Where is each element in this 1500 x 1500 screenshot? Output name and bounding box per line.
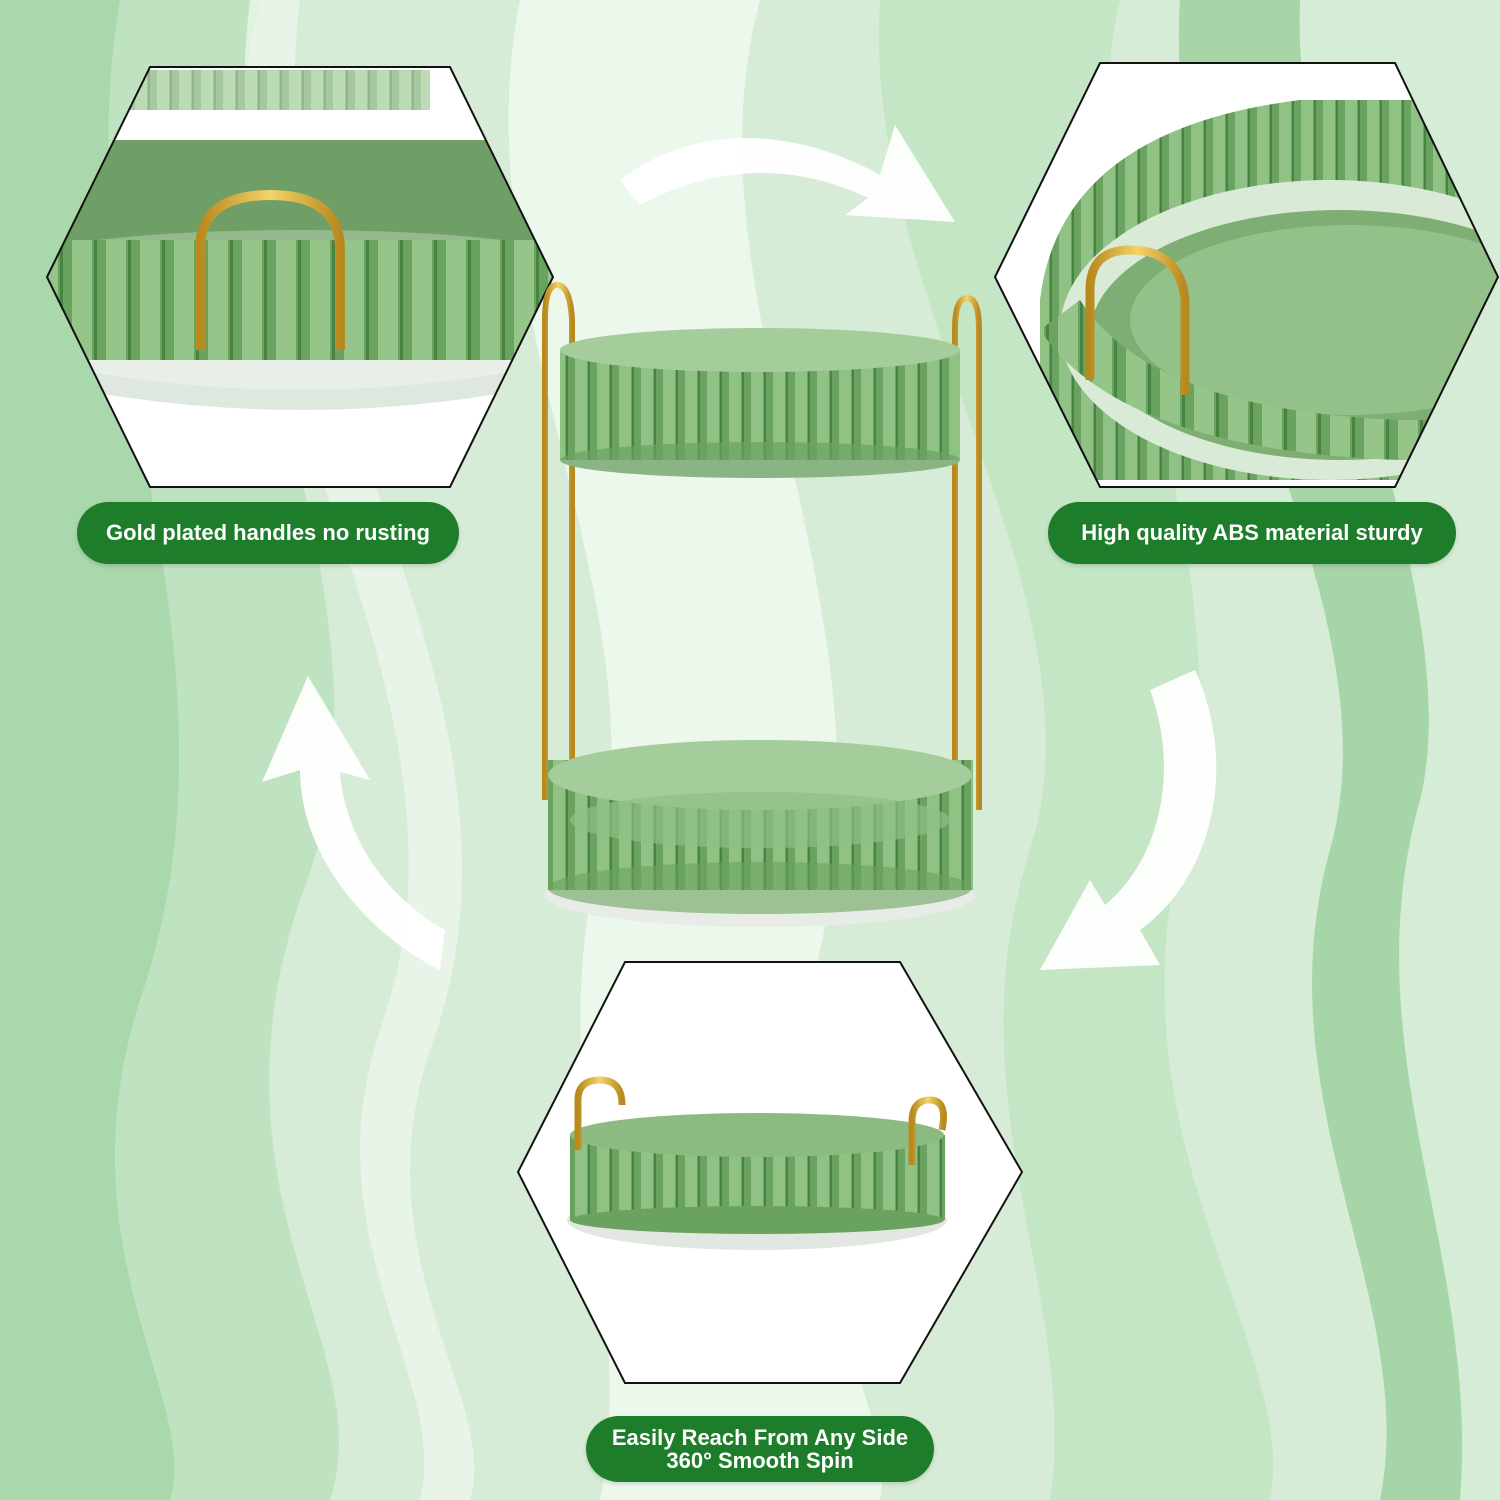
feature-label-material: High quality ABS material sturdy: [1048, 502, 1456, 564]
rotate-arrow-icon: [262, 676, 445, 970]
rotate-arrow-icon: [1040, 670, 1217, 970]
feature-label-spin: Easily Reach From Any Side 360° Smooth S…: [586, 1416, 934, 1482]
two-tier-organizer: [542, 281, 982, 927]
feature-label-spin-line2: 360° Smooth Spin: [666, 1448, 854, 1473]
feature-label-handles: Gold plated handles no rusting: [77, 502, 459, 564]
feature-label-handles-text: Gold plated handles no rusting: [106, 520, 430, 545]
handle-closeup-hexagon: [45, 66, 555, 488]
feature-label-material-text: High quality ABS material sturdy: [1081, 520, 1423, 545]
material-closeup-hexagon: [993, 62, 1500, 488]
spin-tray-hexagon: [516, 961, 1024, 1384]
feature-label-spin-line1: Easily Reach From Any Side: [611, 1425, 909, 1450]
rotate-arrow-icon: [620, 125, 955, 222]
